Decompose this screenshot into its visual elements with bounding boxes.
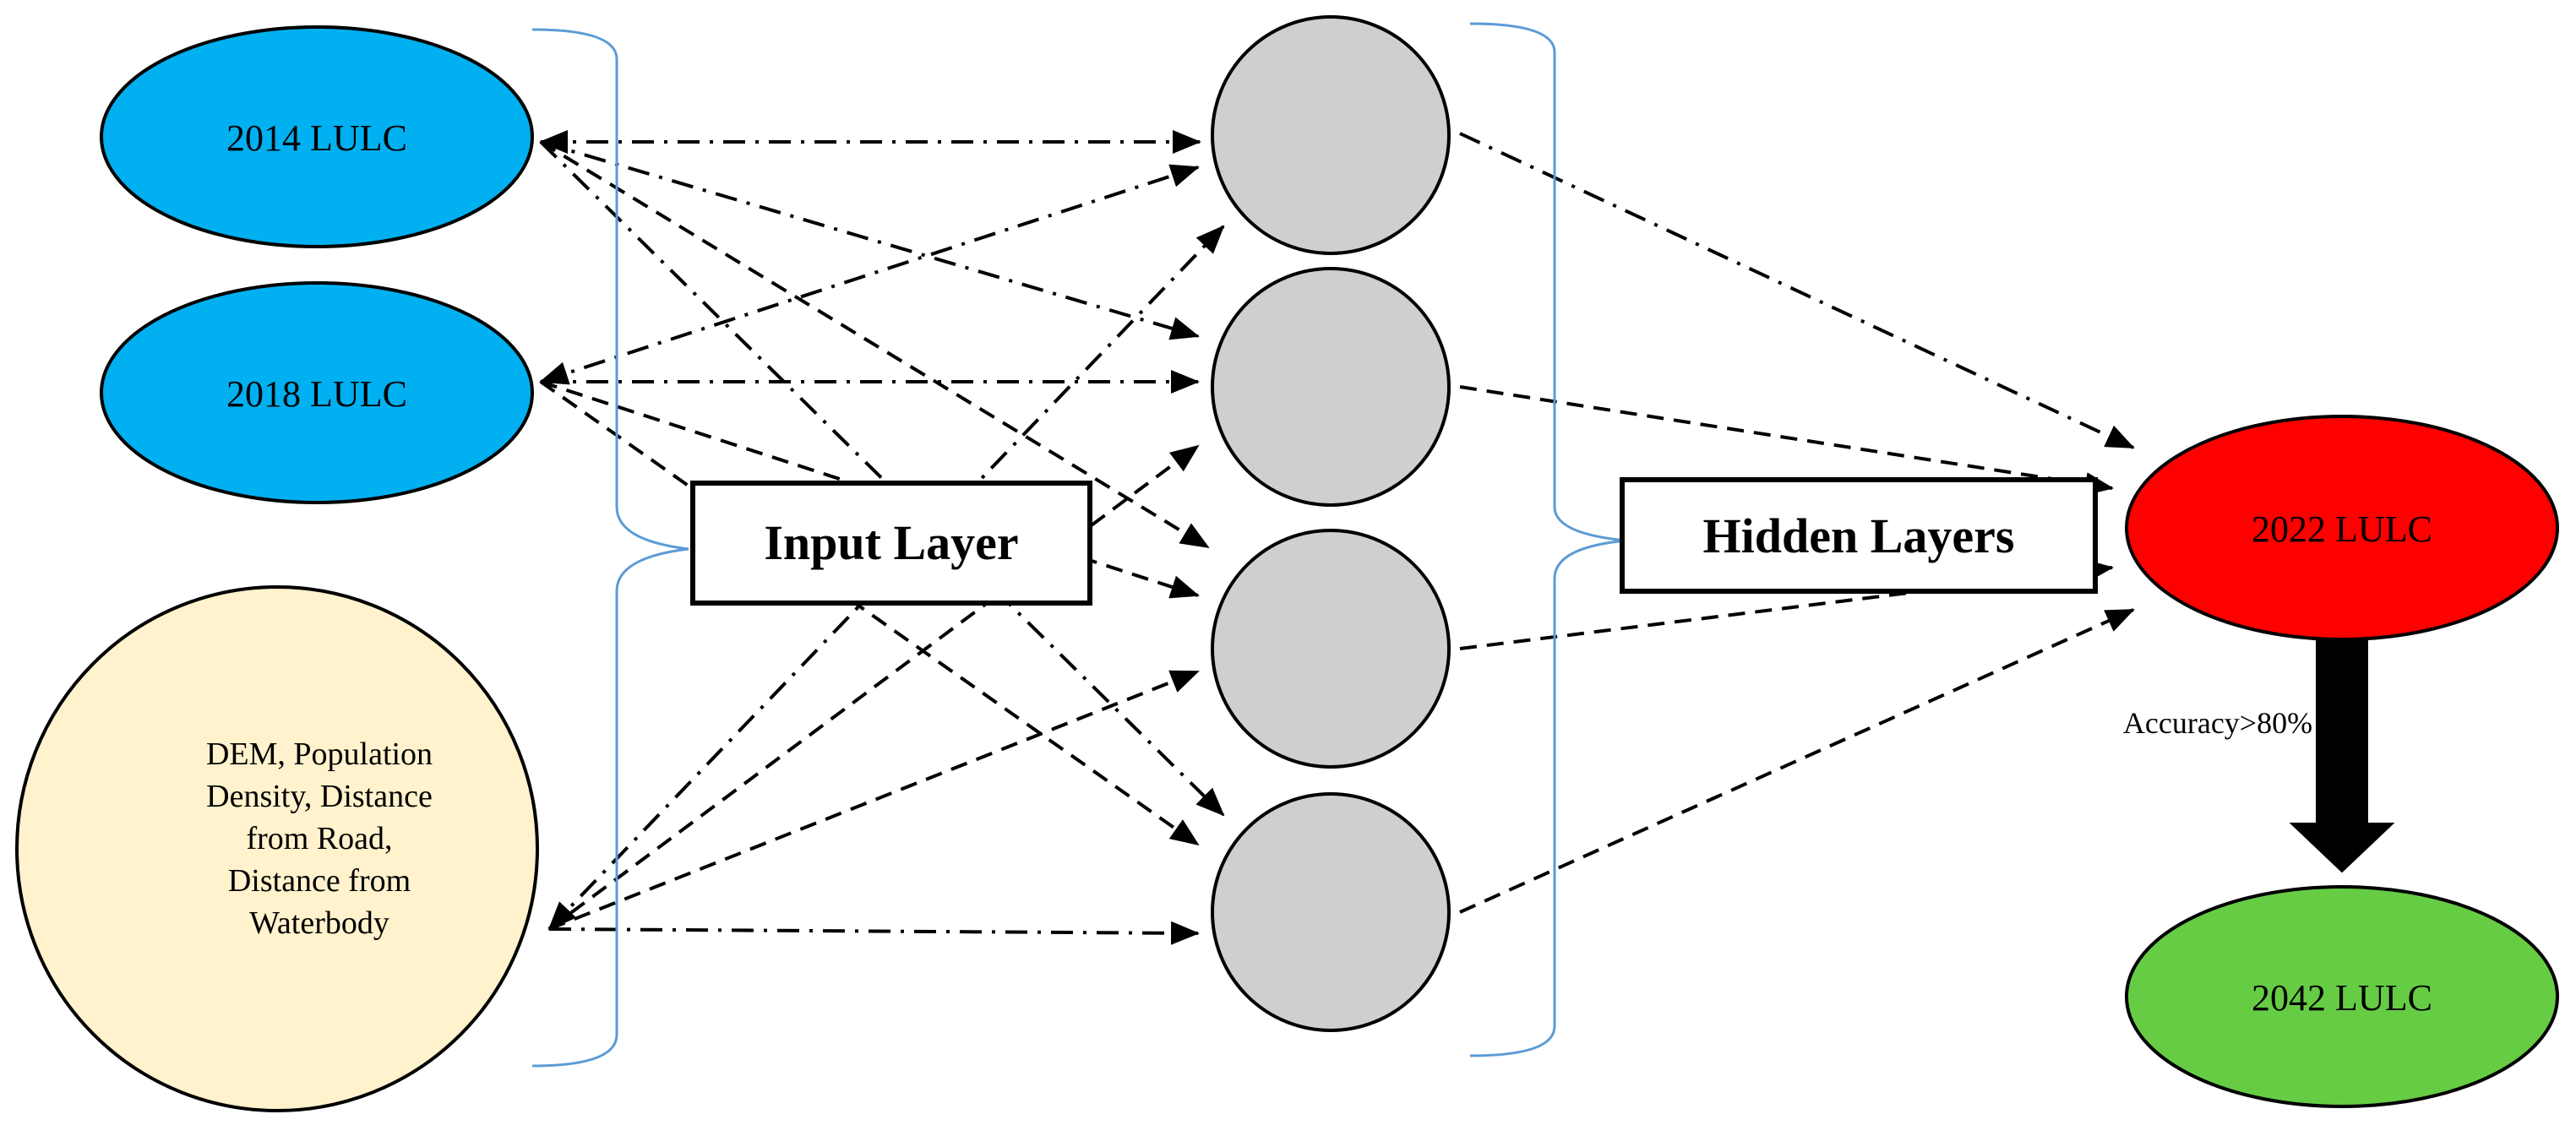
node-2042-lulc-label: 2042 LULC (2252, 977, 2432, 1019)
input-layer-label: Input Layer (764, 515, 1018, 570)
edge-lulc_2018-to-hidden_4 (539, 380, 1200, 846)
hidden-layers-label: Hidden Layers (1703, 508, 2015, 563)
input-brace-lower (531, 547, 689, 1068)
hidden-layers-box: Hidden Layers (1620, 477, 2098, 594)
node-factors: DEM, Population Density, Distance from R… (15, 585, 539, 1112)
node-2014-lulc: 2014 LULC (100, 25, 534, 248)
thick-down-arrow (2289, 639, 2395, 873)
factors-line-5: Waterbody (249, 905, 389, 941)
input-brace-upper (531, 28, 689, 551)
hidden-node-1 (1211, 15, 1451, 255)
edge-lulc_2018-to-hidden_1 (539, 164, 1200, 385)
edge-lulc_2014-to-hidden_4 (539, 140, 1225, 817)
edge-hidden_2-to-lulc_2022 (1459, 385, 2114, 496)
edge-factors-to-hidden_3 (548, 670, 1200, 931)
factors-line-4: Distance from (228, 863, 411, 899)
node-2018-lulc: 2018 LULC (100, 281, 534, 504)
input-layer-box: Input Layer (690, 481, 1092, 606)
edge-hidden_4-to-lulc_2022 (1459, 608, 2135, 914)
node-2022-lulc: 2022 LULC (2125, 415, 2559, 641)
hidden-brace-upper (1469, 22, 1627, 542)
factors-line-3: from Road, (246, 821, 392, 856)
hidden-brace-lower (1469, 539, 1627, 1057)
node-2042-lulc: 2042 LULC (2125, 885, 2559, 1108)
edge-factors-to-hidden_4 (548, 921, 1200, 945)
node-2014-lulc-label: 2014 LULC (226, 117, 407, 159)
node-2018-lulc-label: 2018 LULC (226, 373, 407, 415)
hidden-node-4 (1211, 792, 1451, 1032)
accuracy-label: Accuracy>80% (2123, 706, 2312, 740)
factors-line-2: Density, Distance (206, 779, 433, 814)
hidden-node-2 (1211, 267, 1451, 507)
node-2022-lulc-label: 2022 LULC (2252, 508, 2432, 550)
factors-line-1: DEM, Population (206, 736, 433, 772)
hidden-node-3 (1211, 529, 1451, 769)
edge-hidden_1-to-lulc_2022 (1459, 132, 2135, 449)
